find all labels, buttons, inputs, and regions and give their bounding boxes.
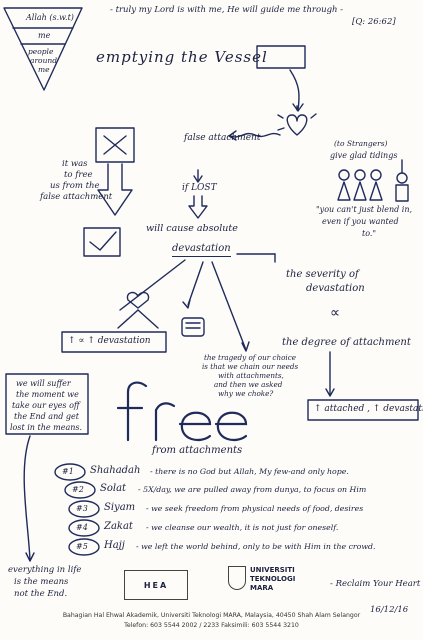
suffer-line-1: we will suffer	[16, 379, 71, 388]
tragedy-line-5: why we choke?	[218, 389, 274, 398]
connector-left	[119, 259, 186, 311]
funnel-bottom-label-3: me	[38, 65, 50, 74]
pillar-2-number: #2	[72, 485, 84, 494]
pillar-4-number: #4	[76, 523, 88, 532]
pillar-2-name: Solat	[100, 483, 127, 494]
strangers-label-2: give glad tidings	[330, 151, 398, 160]
tragedy-line-3: with attachments,	[218, 371, 284, 380]
tragedy-line-1: the tragedy of our choice	[204, 353, 296, 362]
freed-note-1: it was	[62, 159, 88, 169]
priority-funnel	[3, 7, 83, 91]
pillar-5-name: Hajj	[104, 540, 125, 551]
tragedy-line-4: and then we asked	[214, 380, 283, 389]
pillar-2-text: - 5X/day, we are pulled away from dunya,…	[138, 485, 367, 494]
funnel-top-label: Allah (s.w.t)	[26, 13, 74, 22]
uitm-logo-line-2: TEKNOLOGI	[250, 575, 296, 583]
pillar-3-name: Siyam	[104, 502, 136, 513]
suffer-line-2: the moment we	[16, 390, 79, 399]
uitm-crest	[228, 566, 246, 590]
pillar-4-text: - we cleanse our wealth, it is not just …	[146, 523, 339, 532]
footer-address: Bahagian Hal Ehwal Akademik, Universiti …	[62, 612, 361, 619]
cross-to-check-arrow	[97, 163, 133, 216]
heart-icon	[286, 114, 308, 136]
iflost-to-cause-arrow	[188, 195, 208, 219]
suffer-line-5: lost in the means.	[10, 423, 83, 432]
page-title: emptying the Vessel	[96, 48, 268, 66]
pillar-4-name: Zakat	[104, 521, 133, 532]
blend-quote-2: even if you wanted	[322, 217, 399, 226]
vessel-box	[256, 45, 306, 69]
funnel-bottom-label-2: around	[30, 56, 58, 65]
uitm-logo-line-1: UNIVERSITI	[250, 566, 295, 574]
degree-label: the degree of attachment	[282, 337, 411, 348]
strangers-label-1: (to Strangers)	[334, 139, 388, 148]
false-attachment-label: false attachment	[184, 133, 261, 143]
connector-mid	[187, 261, 204, 306]
proportional-symbol: ∝	[330, 305, 341, 321]
blend-quote-1: "you can't just blend in,	[316, 205, 413, 214]
will-cause-label: will cause absolute	[146, 223, 238, 234]
free-lettering	[116, 381, 248, 442]
tragedy-line-2: is that we chain our needs	[202, 362, 299, 371]
date-label: 16/12/16	[370, 605, 409, 615]
severity-label-1: the severity of	[286, 269, 359, 280]
reclaim-signature: - Reclaim Your Heart	[330, 579, 421, 589]
verse-reference: [Q: 26:62]	[352, 17, 396, 27]
severity-label-2: devastation	[306, 283, 365, 294]
pillar-3-number: #3	[76, 504, 88, 513]
pillar-5-text: - we left the world behind, only to be w…	[136, 542, 376, 551]
blend-quote-3: to."	[362, 229, 377, 238]
heart-to-false-arrow	[229, 132, 281, 138]
check-mark	[89, 231, 117, 251]
suffer-line-4: the End and get	[14, 412, 79, 421]
pillar-1-number: #1	[62, 467, 74, 476]
vessel-to-heart-arrow	[289, 69, 300, 111]
verse-quote: - truly my Lord is with me, He will guid…	[110, 5, 344, 15]
if-lost-label: if LOST	[182, 183, 217, 193]
pillar-1-text: - there is no God but Allah, My few-and …	[150, 467, 349, 476]
hand-icon	[181, 317, 205, 337]
small-heart-icon	[126, 291, 150, 309]
uitm-logo-line-3: MARA	[250, 584, 274, 592]
devastation-word: devastation	[172, 244, 231, 257]
free-word: free	[118, 380, 120, 381]
check-box	[83, 227, 121, 257]
freed-note-3: us from the	[50, 181, 100, 191]
left-result-text: ↑ ∝ ↑ devastation	[68, 336, 151, 346]
from-attachments-label: from attachments	[152, 445, 243, 456]
right-result-text: ↑ attached , ↑ devastation	[314, 404, 423, 414]
pillar-3-text: - we seek freedom from physical needs of…	[146, 504, 364, 513]
pillar-1-name: Shahadah	[90, 465, 141, 476]
everything-line-3: not the End.	[14, 589, 68, 599]
pillar-5-number: #5	[76, 542, 88, 551]
everything-line-1: everything in life	[8, 565, 82, 575]
freed-note-4: false attachment	[40, 192, 113, 202]
footer-contact: Telefon: 603 5544 2002 / 2233 Faksimili:…	[124, 622, 299, 629]
everything-line-2: is the means	[14, 577, 69, 587]
funnel-middle-label: me	[38, 31, 51, 40]
suffer-line-3: take our eyes off	[12, 401, 80, 410]
connector-tragedy	[211, 261, 247, 351]
suffer-box-outline	[5, 373, 89, 435]
freed-note-2: to free	[64, 170, 93, 180]
hea-logo: HEA	[124, 570, 188, 600]
suffer-to-everything-arrow	[23, 435, 31, 561]
cross-box	[95, 127, 135, 163]
funnel-bottom-label-1: people	[28, 47, 54, 56]
